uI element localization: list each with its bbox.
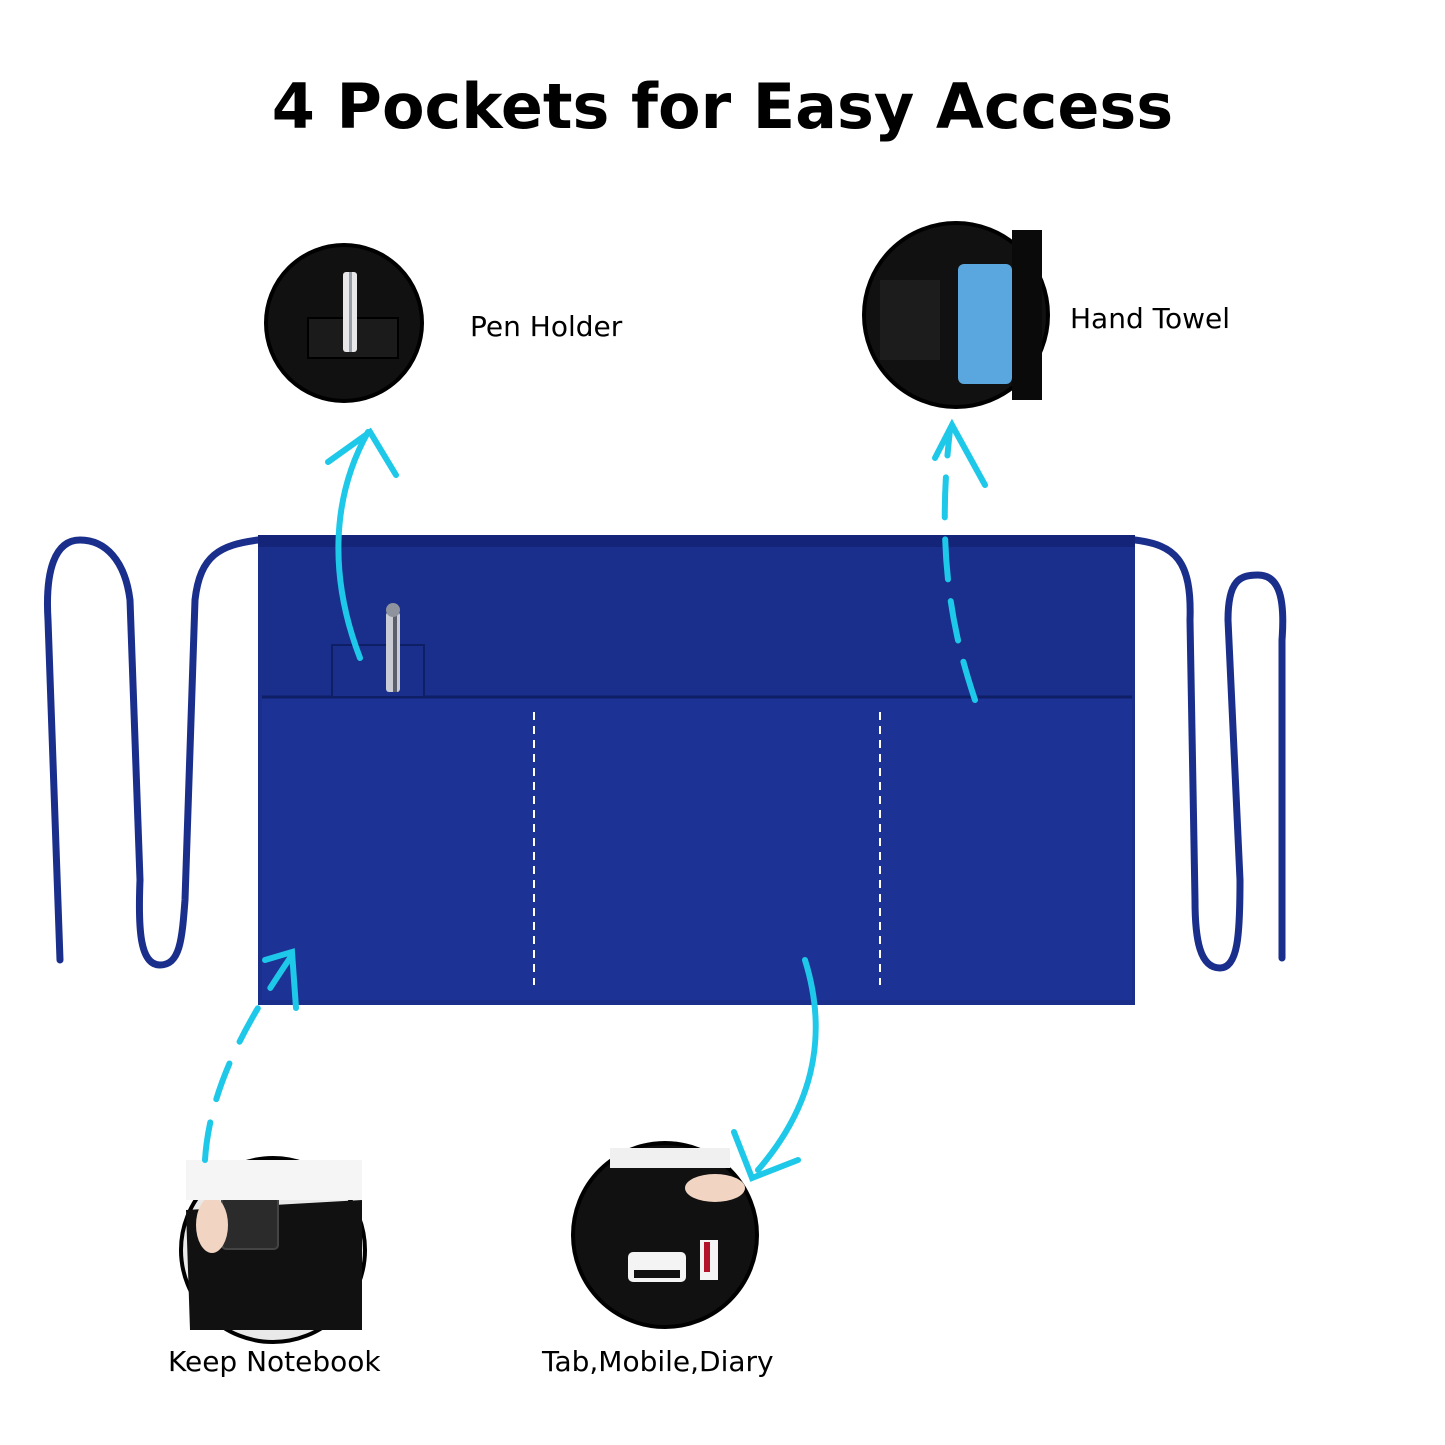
pen-holder-label: Pen Holder bbox=[470, 310, 623, 343]
arrow-to-tab-mobile-diary bbox=[731, 957, 819, 1182]
apron-pocket-panel bbox=[262, 696, 1132, 1000]
tab-mobile-diary-label: Tab,Mobile,Diary bbox=[542, 1345, 774, 1378]
arrow-to-pen-holder bbox=[325, 427, 399, 661]
pen-icon bbox=[386, 603, 400, 692]
arrow-to-hand-towel bbox=[932, 418, 988, 703]
tab-mobile-diary-circle bbox=[571, 1141, 759, 1329]
hand-towel-label: Hand Towel bbox=[1070, 302, 1231, 335]
towel-icon bbox=[958, 264, 1012, 384]
apron-pen-pocket bbox=[331, 644, 425, 698]
left-apron-tie bbox=[44, 536, 262, 969]
apron-waistband bbox=[258, 535, 1135, 547]
hand-towel-circle bbox=[862, 221, 1050, 409]
keep-notebook-label: Keep Notebook bbox=[168, 1345, 381, 1378]
keep-notebook-circle bbox=[179, 1156, 367, 1344]
page-title: 4 Pockets for Easy Access bbox=[271, 70, 1174, 143]
wallet-icon bbox=[221, 1194, 279, 1250]
pen-holder-circle bbox=[264, 243, 424, 403]
arrow-to-keep-notebook bbox=[202, 948, 299, 1163]
right-apron-tie bbox=[1131, 536, 1287, 972]
